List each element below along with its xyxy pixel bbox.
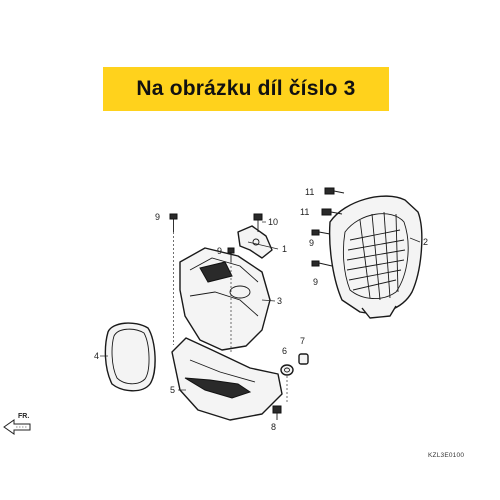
- screw-9-mid[interactable]: [227, 247, 235, 262]
- title-text: Na obrázku díl číslo 3: [136, 77, 356, 100]
- callout-9-right-upper: 9: [309, 238, 314, 248]
- callout-2: 2: [423, 237, 428, 247]
- fan-cover-part[interactable]: [328, 195, 423, 319]
- callout-5: 5: [170, 385, 175, 395]
- bolt-11-top[interactable]: [324, 187, 345, 195]
- callout-4: 4: [94, 351, 99, 361]
- screw-9-right-upper[interactable]: [311, 229, 331, 236]
- callout-10: 10: [268, 217, 278, 227]
- front-direction-arrow: FR.: [3, 413, 31, 435]
- callout-9-mid: 9: [217, 246, 222, 256]
- collar-7[interactable]: [298, 353, 309, 365]
- lower-shroud-part[interactable]: [171, 337, 283, 421]
- callout-3: 3: [277, 296, 282, 306]
- bolt-8[interactable]: [272, 405, 282, 420]
- title-banner: Na obrázku díl číslo 3: [103, 67, 389, 111]
- bolt-10[interactable]: [253, 213, 263, 232]
- bolt-11-left[interactable]: [321, 208, 343, 216]
- seal-ring-part[interactable]: [104, 322, 156, 392]
- diagram-code: KZL3E0100: [428, 452, 465, 459]
- screw-9-right-lower[interactable]: [311, 260, 333, 267]
- grommet-6[interactable]: [280, 364, 294, 376]
- callout-9-right-lower: 9: [313, 277, 318, 287]
- callout-8: 8: [271, 422, 276, 432]
- callout-6: 6: [282, 346, 287, 356]
- callout-11-left: 11: [300, 207, 309, 217]
- screw-9-top[interactable]: [169, 213, 178, 232]
- callout-11-top: 11: [305, 187, 314, 197]
- bracket-part[interactable]: [237, 225, 273, 259]
- callout-9-top: 9: [155, 212, 160, 222]
- upper-shroud-part[interactable]: [179, 247, 271, 351]
- front-label: FR.: [18, 413, 29, 420]
- callout-7: 7: [300, 336, 305, 346]
- callout-1: 1: [282, 244, 287, 254]
- fan-grille: [346, 211, 406, 301]
